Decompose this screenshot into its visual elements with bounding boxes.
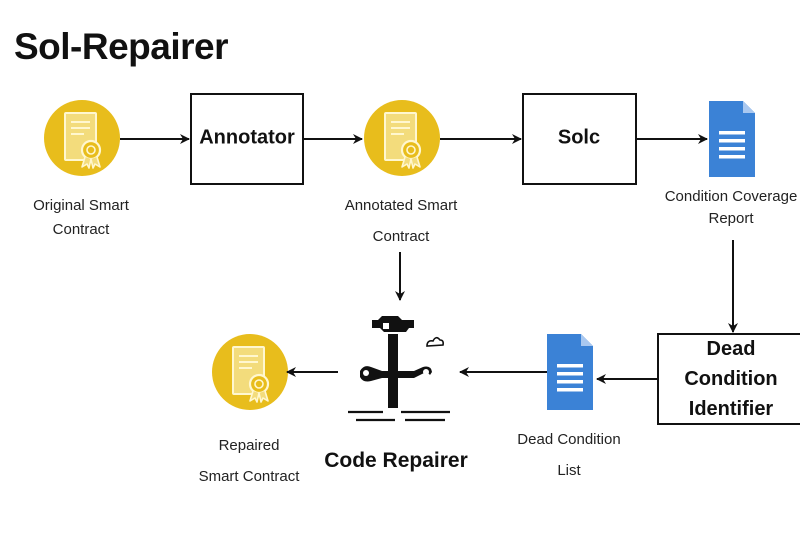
solc-box xyxy=(522,93,637,185)
original-contract-label: Original Smart Contract xyxy=(33,197,129,238)
original-contract-icon xyxy=(42,98,122,178)
repaired-contract-icon xyxy=(210,332,290,412)
dead-condition-identifier-label: Dead Condition Identifier xyxy=(684,338,778,420)
annotated-contract-icon xyxy=(362,98,442,178)
hammer-wrench-icon xyxy=(348,316,450,422)
dead-condition-list-label: Dead Condition List xyxy=(517,431,621,479)
coverage-report-label: Condition Coverage Report xyxy=(664,188,798,227)
repaired-contract-label: Repaired Smart Contract xyxy=(198,437,300,485)
dead-condition-identifier-box xyxy=(657,333,800,425)
annotated-contract-label: Annotated Smart Contract xyxy=(344,197,458,245)
solc-label: Solc xyxy=(557,126,601,149)
annotator-box xyxy=(190,93,304,185)
annotator-label: Annotator xyxy=(199,126,295,149)
code-repairer-label: Code Repairer xyxy=(324,449,468,472)
diagram-title: Sol-Repairer xyxy=(14,26,229,67)
coverage-report-document-icon xyxy=(709,101,755,177)
flow-arrows xyxy=(120,134,738,384)
dead-condition-list-document-icon xyxy=(547,334,593,410)
